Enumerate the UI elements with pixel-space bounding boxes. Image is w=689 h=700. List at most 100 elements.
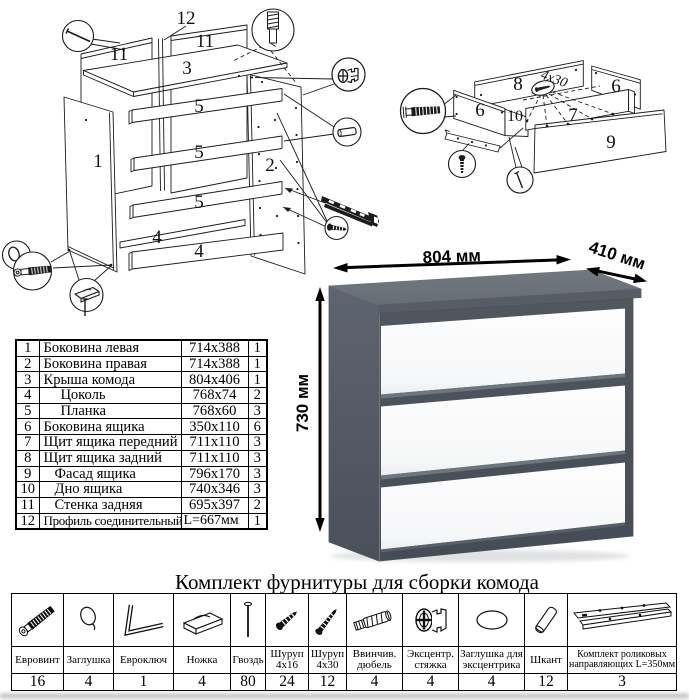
hardware-qty: 4 bbox=[402, 673, 459, 691]
label-part-4a: 4 bbox=[152, 227, 162, 248]
drawer-back-panel bbox=[474, 60, 584, 108]
foot-icon bbox=[182, 612, 224, 635]
hardware-name: Шуруп 4x30 bbox=[310, 648, 345, 671]
drawer-side-left bbox=[453, 89, 506, 137]
hardware-qty: 24 bbox=[265, 673, 309, 691]
nail-icon bbox=[243, 601, 253, 637]
frame-rail-5b bbox=[130, 135, 283, 173]
hardware-qty: 1 bbox=[113, 673, 174, 691]
hardware-qty: 12 bbox=[524, 673, 568, 691]
drawer-exploded-diagram: 4x30 bbox=[399, 60, 667, 194]
hardware-qty: 4 bbox=[63, 673, 114, 691]
hexkey-icon bbox=[123, 604, 163, 636]
drawer-euroscrew-callout bbox=[399, 87, 457, 135]
label-part-4b: 4 bbox=[194, 241, 204, 262]
hardware-name: Шкант bbox=[530, 653, 562, 666]
label-part-8: 8 bbox=[513, 74, 523, 95]
hardware-name: Заглушка для эксцентрика bbox=[460, 648, 523, 671]
hardware-name: Эксцентр. стяжка bbox=[406, 648, 455, 671]
dowel-pin-callout bbox=[332, 117, 362, 147]
hardware-name: Ввинчив. дюбель bbox=[352, 648, 397, 671]
drawer-screw-callout bbox=[447, 149, 477, 179]
hardware-qty: 16 bbox=[11, 673, 64, 691]
screw-fan: 4x30 bbox=[525, 68, 615, 128]
hardware-qty: 4 bbox=[346, 673, 403, 691]
label-part-1: 1 bbox=[93, 151, 103, 172]
frame-drawer-slide bbox=[321, 196, 379, 227]
label-part-12: 12 bbox=[177, 8, 196, 29]
hardware-name: Комплект роликовых направляющих L=350мм bbox=[568, 649, 676, 670]
screw-4x30-icon bbox=[314, 608, 337, 636]
frame-left-side-panel bbox=[63, 96, 118, 273]
hardware-name: Шуруп 4x16 bbox=[270, 648, 304, 671]
label-part-6-left: 6 bbox=[475, 100, 485, 121]
hardware-kit-table: Евровинт Заглушка Евроключ Ножка Гвоздь … bbox=[11, 593, 677, 691]
height-dimension: 730 мм bbox=[293, 287, 325, 532]
label-part-11-right: 11 bbox=[196, 31, 214, 52]
frame-exploded-diagram: 12 11 11 3 5 5 5 1 2 4 4 bbox=[1, 8, 379, 316]
dimension-arrows: 804 мм 410 мм 730 мм bbox=[293, 237, 648, 532]
screw-dowel-callout bbox=[251, 8, 295, 52]
label-part-10: 10 bbox=[507, 108, 523, 125]
label-part-2: 2 bbox=[265, 155, 275, 176]
dresser-drawer-1 bbox=[381, 308, 625, 395]
frame-rail-5a bbox=[128, 88, 283, 125]
label-part-5a: 5 bbox=[194, 96, 204, 117]
hardware-quantities-row: 16 4 1 4 80 24 12 4 4 4 12 3 bbox=[11, 673, 677, 691]
frame-top-panel bbox=[83, 44, 288, 97]
euroscrew-icon bbox=[18, 605, 55, 637]
drawer-fascade bbox=[533, 109, 667, 174]
hardware-qty: 4 bbox=[173, 673, 231, 691]
threaded-dowel-icon bbox=[352, 610, 391, 631]
hardware-names-row: Евровинт Заглушка Евроключ Ножка Гвоздь … bbox=[11, 646, 677, 674]
screw-4x16-icon bbox=[275, 611, 297, 631]
drawer-part-labels: 8 6 6 10 7 9 bbox=[475, 74, 621, 153]
dresser-drawer-2 bbox=[381, 385, 625, 476]
cam-cap-icon bbox=[475, 610, 508, 630]
dresser-drawer-3 bbox=[381, 462, 625, 550]
drawer-nail-callout bbox=[506, 136, 534, 194]
hardware-qty: 80 bbox=[230, 673, 266, 691]
drawer-slide-icon bbox=[573, 602, 673, 630]
frame-plinth-rail bbox=[128, 232, 284, 271]
euroscrew-callout bbox=[12, 251, 53, 291]
label-part-7: 7 bbox=[568, 105, 578, 126]
dowel-pin-icon bbox=[535, 606, 557, 634]
foot-callout bbox=[69, 277, 104, 316]
dresser-top-edge bbox=[378, 288, 642, 314]
label-part-6-right: 6 bbox=[611, 76, 621, 97]
hardware-icons-row bbox=[11, 593, 677, 647]
hardware-name: Евроключ bbox=[119, 653, 168, 666]
cam-lock-callout bbox=[331, 57, 366, 92]
height-dimension-label: 730 мм bbox=[293, 374, 312, 432]
hardware-name: Заглушка bbox=[66, 653, 111, 666]
label-part-9: 9 bbox=[606, 132, 616, 153]
hardware-name: Гвоздь bbox=[232, 653, 264, 666]
screw-4x30-oval bbox=[531, 80, 555, 96]
hardware-name: Ножка bbox=[186, 653, 218, 666]
frame-plinth-rail-thin bbox=[119, 219, 246, 249]
hardware-qty: 12 bbox=[308, 673, 347, 691]
frame-part-labels: 12 11 11 3 5 5 5 1 2 4 4 bbox=[93, 8, 275, 262]
dresser-left-side bbox=[328, 285, 380, 562]
drawer-front-shield bbox=[525, 89, 635, 131]
rail-screw-callout bbox=[324, 215, 349, 241]
cam-lock-icon bbox=[414, 608, 447, 633]
page-edge-artifact bbox=[0, 694, 689, 698]
label-part-5b: 5 bbox=[194, 142, 204, 163]
